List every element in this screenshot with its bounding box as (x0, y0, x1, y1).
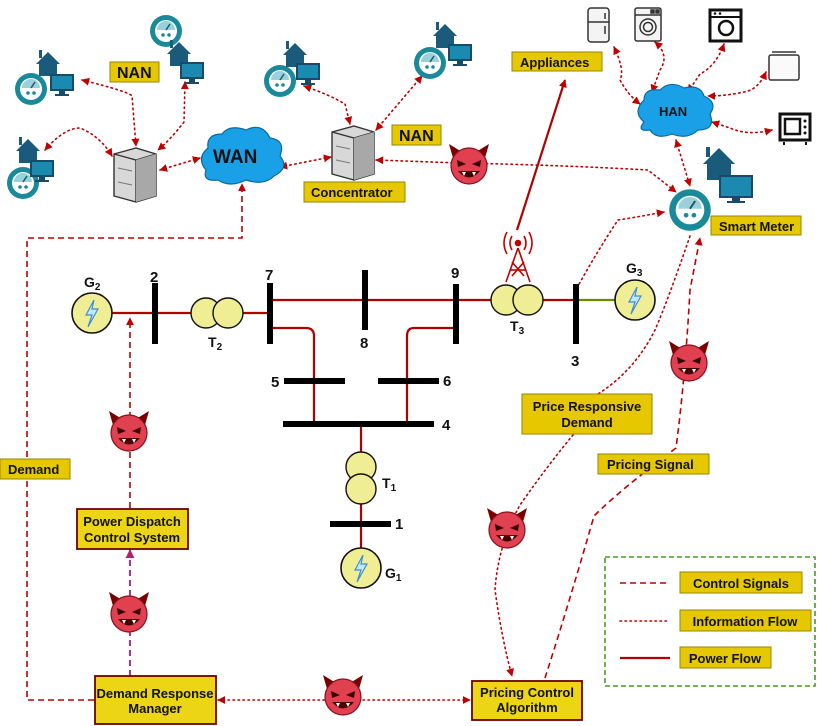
concentrator-label: Concentrator (311, 185, 393, 200)
legend-info-tag (679, 609, 812, 632)
smart-meter-icon (413, 46, 447, 80)
demand-label: Demand (8, 462, 59, 477)
price-responsive-label: Price Responsive (533, 399, 641, 414)
power-to-appliances (515, 79, 567, 231)
legend: Control Signals Information Flow Power F… (604, 556, 816, 687)
manager-label: Manager (128, 701, 181, 716)
bus-5-label: 5 (271, 374, 279, 391)
smart-meter-label: Smart Meter (719, 219, 794, 234)
legend-info-label: Information Flow (693, 614, 799, 629)
server-icon (113, 147, 157, 203)
power-dispatch-label: Power Dispatch (83, 514, 181, 529)
appliances-label: Appliances (520, 55, 589, 70)
pricing-signal-label: Pricing Signal (607, 457, 694, 472)
devil-icon (108, 591, 150, 633)
t1-label: T1 (382, 475, 397, 494)
appliances-tag (511, 51, 603, 72)
bus-1-label: 1 (395, 516, 403, 533)
power-network: 2 7 8 9 3 5 6 4 1 T2 T3 T1 G2 G3 G1 (71, 231, 656, 589)
transformer-icon (345, 451, 377, 505)
line-bus9-bus6-bus4 (405, 326, 456, 424)
antenna-tower-icon (503, 231, 533, 283)
power-dispatch-box (76, 508, 189, 550)
tv-icon (768, 51, 800, 81)
algorithm-label: Algorithm (496, 700, 557, 715)
house-icon (36, 50, 60, 76)
washing-machine-icon (634, 7, 662, 42)
pricing-control-algorithm-box (471, 680, 583, 721)
smart-meter-icon (668, 188, 712, 232)
smart-meter-tag (710, 215, 802, 236)
smart-meter-icon (14, 72, 48, 106)
bus-8-label: 8 (360, 335, 368, 352)
nan-left-tag (109, 61, 160, 83)
pricing-control-label: Pricing Control (480, 685, 574, 700)
transformer-icon (490, 284, 544, 316)
demand-tag (0, 458, 71, 480)
computer-icon (50, 74, 74, 96)
bus-6-label: 6 (443, 373, 451, 390)
generator-icon (614, 279, 656, 321)
pricing-signal-tag (597, 453, 710, 475)
line-bus7-bus5-bus4 (270, 326, 316, 424)
legend-control-tag (679, 571, 803, 594)
oven-icon (708, 8, 743, 43)
smart-meter-icon (263, 64, 297, 98)
t3-label: T3 (510, 318, 525, 337)
computer-icon (448, 44, 472, 66)
demand-response-label: Demand Response (96, 686, 213, 701)
cloud-icon (200, 126, 285, 185)
cloud-icon (637, 83, 714, 137)
computer-icon (180, 62, 204, 84)
t2-label: T2 (208, 334, 223, 353)
bus-9-label: 9 (451, 265, 459, 282)
devil-icon (668, 340, 710, 382)
concentrator-tag (303, 181, 406, 203)
devil-icon (108, 410, 150, 452)
transformer-icon (190, 297, 244, 329)
bus-7-label: 7 (265, 267, 273, 284)
server-icon (331, 125, 375, 181)
control-system-label: Control System (84, 530, 180, 545)
legend-power-tag (679, 646, 772, 669)
microwave-icon (778, 112, 812, 145)
wan-label: WAN (213, 147, 257, 168)
demand-response-manager-box (94, 675, 217, 725)
smart-meter-icon (149, 14, 183, 48)
nan-right-label: NAN (399, 128, 434, 145)
legend-control-label: Control Signals (693, 576, 789, 591)
refrigerator-icon (587, 7, 610, 43)
house-icon (16, 137, 40, 163)
devil-icon (322, 674, 364, 716)
price-responsive-demand-tag (521, 393, 653, 435)
legend-power-label: Power Flow (689, 651, 762, 666)
nan-left-label: NAN (117, 65, 152, 82)
bus-2-label: 2 (150, 269, 158, 286)
bus-3-label: 3 (571, 353, 579, 370)
nan-right-tag (391, 124, 442, 146)
devil-icon (486, 507, 528, 549)
computer-icon (719, 175, 753, 203)
generator-icon (340, 547, 382, 589)
bus-4-label: 4 (442, 417, 451, 434)
g3-label: G3 (626, 260, 643, 279)
devil-icon (448, 143, 490, 185)
price-responsive-demand-label: Demand (561, 415, 612, 430)
g1-label: G1 (385, 565, 402, 584)
han-label: HAN (659, 104, 687, 119)
g2-label: G2 (84, 274, 101, 293)
generator-icon (71, 292, 113, 334)
computer-icon (296, 63, 320, 85)
